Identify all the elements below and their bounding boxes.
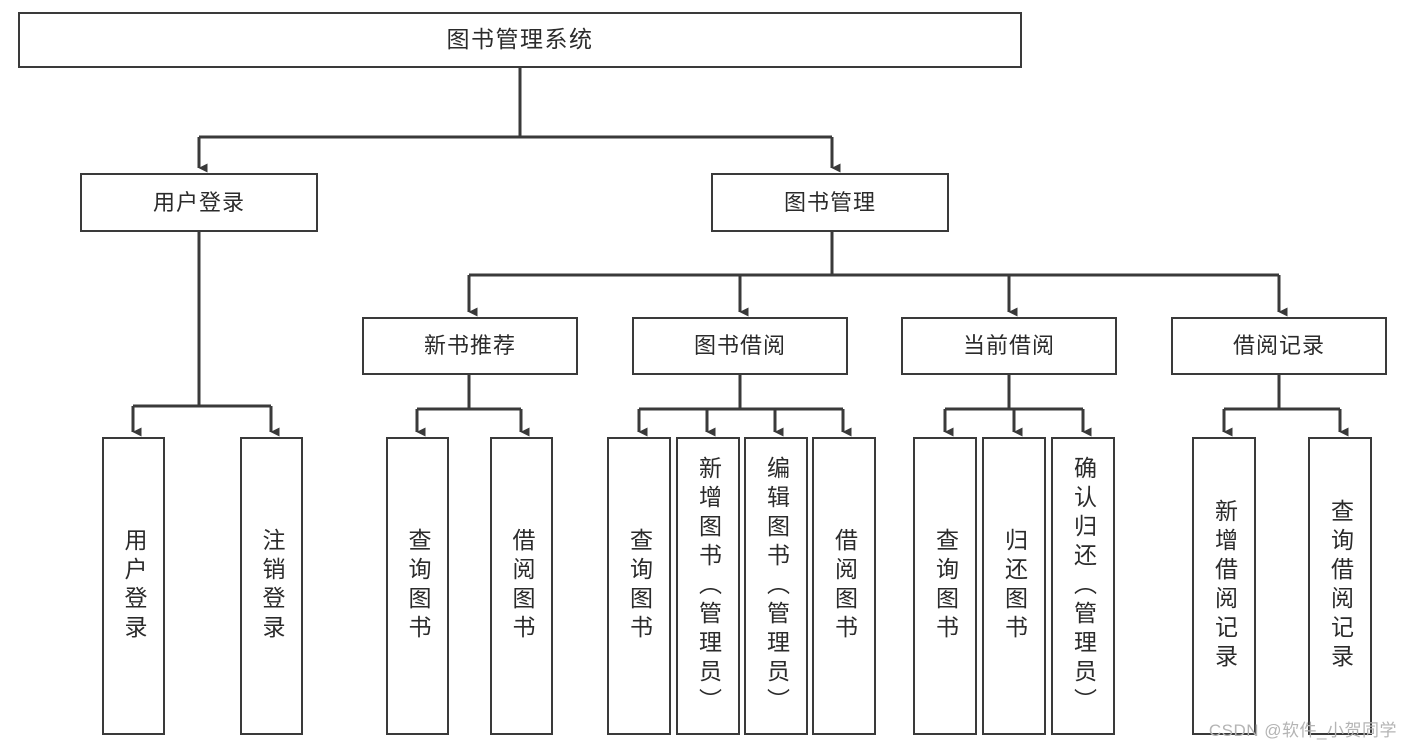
watermark-text: CSDN @软件_小贺同学 [1208, 721, 1397, 740]
node-label: 新增借阅记录 [1211, 499, 1238, 673]
node-current-borrow[interactable]: 当前借阅 [901, 317, 1117, 375]
node-label: 归还图书 [1001, 528, 1028, 644]
node-label: 图书管理 [783, 189, 876, 215]
node-book-borrow[interactable]: 图书借阅 [632, 317, 848, 375]
node-label: 借阅图书 [831, 528, 858, 644]
leaf-record-query-borrow-record[interactable]: 查询借阅记录 [1308, 437, 1372, 735]
node-label: 查询图书 [405, 528, 431, 644]
leaf-user-login[interactable]: 用户登录 [102, 437, 165, 735]
leaf-borrow-edit-book-admin[interactable]: 编辑图书（管理员） [744, 437, 808, 735]
node-label: 图书借阅 [693, 333, 786, 359]
node-label: 用户登录 [152, 189, 245, 215]
node-label: 用户登录 [121, 528, 147, 644]
node-label: 查询图书 [626, 528, 653, 644]
leaf-borrow-borrow-book[interactable]: 借阅图书 [812, 437, 876, 735]
leaf-borrow-add-book-admin[interactable]: 新增图书（管理员） [676, 437, 740, 735]
node-label: 查询图书 [932, 528, 959, 644]
node-label: 确认归还（管理员） [1070, 455, 1097, 717]
node-label: 借阅记录 [1232, 333, 1325, 359]
node-label: 借阅图书 [509, 528, 535, 644]
leaf-current-confirm-return-admin[interactable]: 确认归还（管理员） [1051, 437, 1115, 735]
leaf-borrow-query-book[interactable]: 查询图书 [607, 437, 671, 735]
leaf-current-return-book[interactable]: 归还图书 [982, 437, 1046, 735]
leaf-current-query-book[interactable]: 查询图书 [913, 437, 977, 735]
node-root-system[interactable]: 图书管理系统 [18, 12, 1022, 68]
leaf-logout[interactable]: 注销登录 [240, 437, 303, 735]
node-book-management[interactable]: 图书管理 [711, 173, 949, 232]
node-label: 注销登录 [259, 528, 285, 644]
node-user-login[interactable]: 用户登录 [80, 173, 318, 232]
leaf-record-add-borrow-record[interactable]: 新增借阅记录 [1192, 437, 1256, 735]
node-label: 查询借阅记录 [1327, 499, 1354, 673]
node-label: 当前借阅 [962, 333, 1055, 359]
leaf-newbook-query-book[interactable]: 查询图书 [386, 437, 449, 735]
leaf-newbook-borrow-book[interactable]: 借阅图书 [490, 437, 553, 735]
node-label: 图书管理系统 [446, 26, 594, 53]
node-label: 编辑图书（管理员） [763, 455, 790, 717]
node-label: 新书推荐 [423, 333, 516, 359]
node-borrow-record[interactable]: 借阅记录 [1171, 317, 1387, 375]
node-new-book-recommend[interactable]: 新书推荐 [362, 317, 578, 375]
node-label: 新增图书（管理员） [695, 455, 722, 717]
